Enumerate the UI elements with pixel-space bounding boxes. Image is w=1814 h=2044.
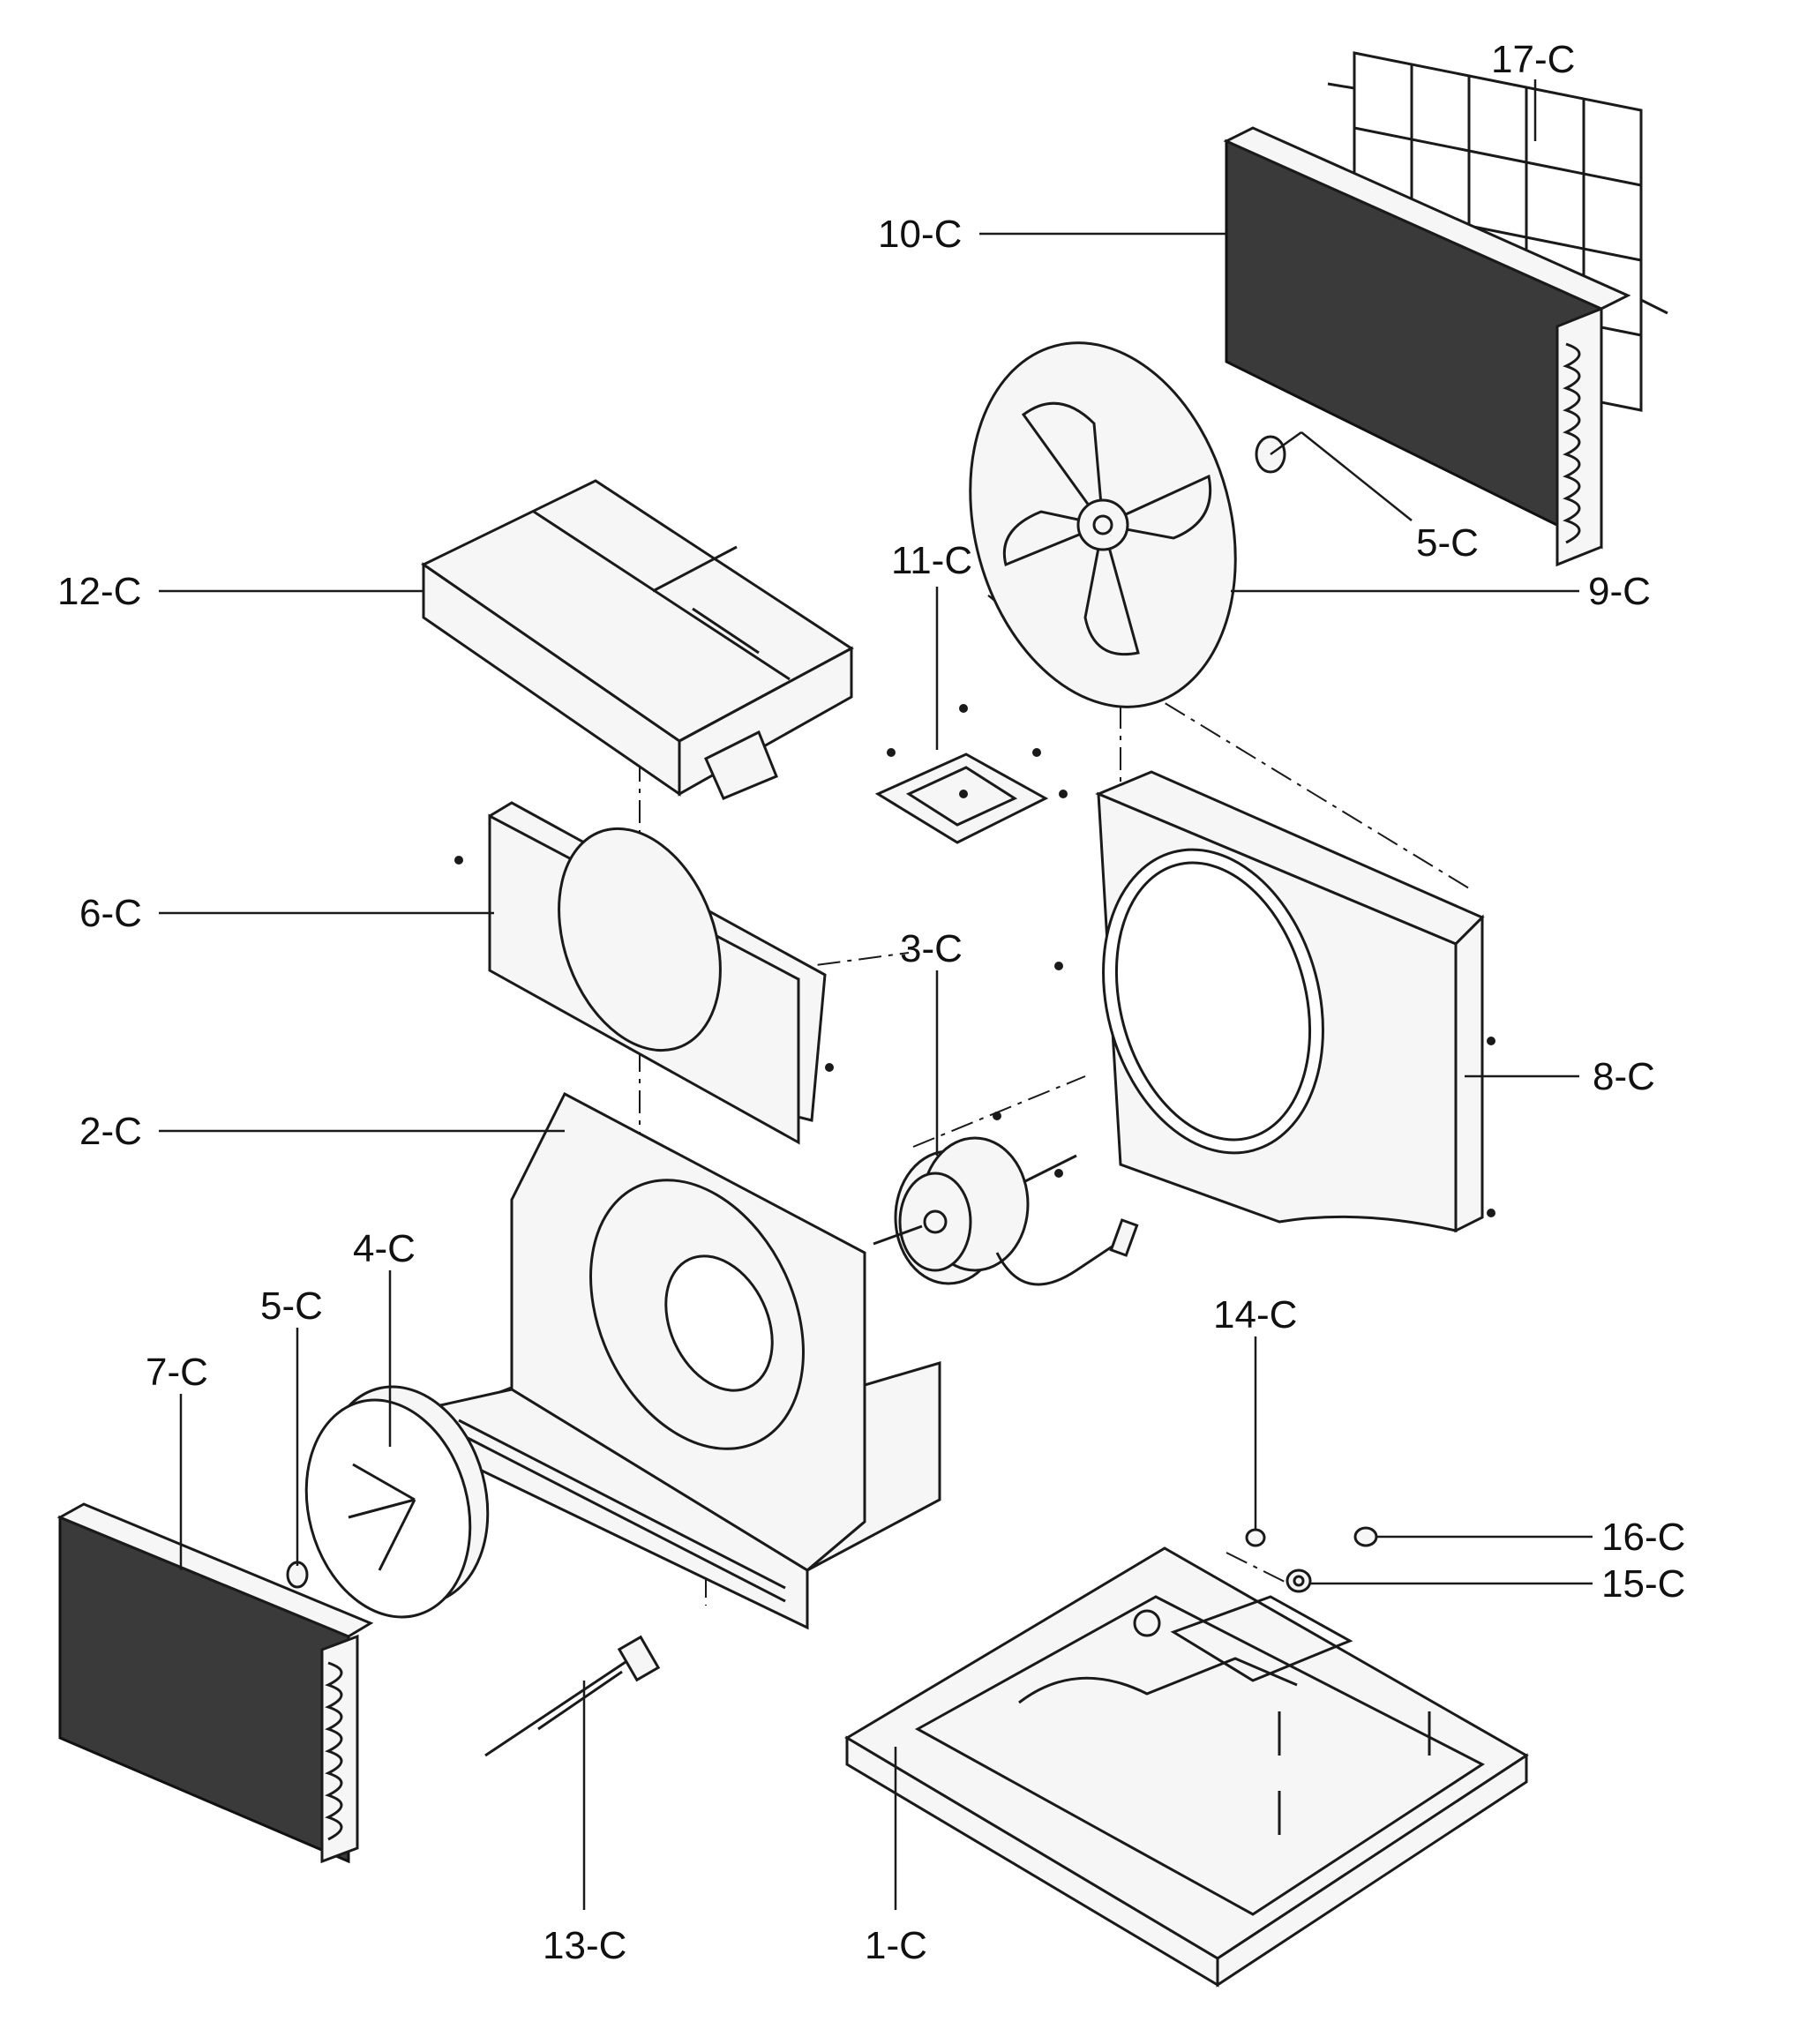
scroll-housing-2c: [431, 1091, 941, 1630]
fan-motor-3c: [873, 1112, 1139, 1286]
label-3c: 3-C: [900, 927, 963, 970]
label-14c: 14-C: [1213, 1293, 1297, 1336]
fan-blade-9c: [969, 341, 1237, 708]
label-7c: 7-C: [146, 1351, 208, 1394]
blower-wheel-4c: [304, 1385, 490, 1619]
clip-5c-bottom: [286, 1561, 309, 1589]
label-5c-bottom: 5-C: [260, 1284, 323, 1328]
label-2c: 2-C: [79, 1110, 142, 1153]
label-4c: 4-C: [353, 1227, 416, 1270]
label-8c: 8-C: [1593, 1055, 1655, 1098]
clip-5c-top: [1255, 431, 1302, 474]
part-labels: 17-C 10-C 5-C 9-C 11-C 12-C 6-C 3-C 8-C …: [57, 38, 1685, 1967]
evaporator-coil-7c: [56, 1502, 374, 1864]
air-duct-12c: [421, 479, 854, 800]
label-1c: 1-C: [865, 1924, 927, 1967]
label-6c: 6-C: [79, 892, 142, 935]
air-guide-6c: [454, 801, 834, 1145]
fasteners-14c-15c-16c: [1245, 1526, 1378, 1593]
base-pan-1c: [844, 1546, 1529, 1988]
motor-bracket-11c: [874, 704, 1049, 844]
leader-lines: [159, 79, 1593, 1910]
label-13c: 13-C: [543, 1924, 626, 1967]
label-10c: 10-C: [878, 213, 962, 256]
label-5c-top: 5-C: [1416, 521, 1479, 565]
label-15c: 15-C: [1601, 1562, 1685, 1606]
label-9c: 9-C: [1588, 570, 1651, 613]
condenser-coil-10c: [1223, 126, 1631, 567]
shroud-8c: [1054, 770, 1495, 1233]
thermistor-13c: [484, 1635, 661, 1757]
label-12c: 12-C: [57, 570, 141, 613]
label-17c: 17-C: [1491, 38, 1575, 81]
label-11c: 11-C: [891, 539, 972, 582]
label-16c: 16-C: [1601, 1516, 1685, 1559]
